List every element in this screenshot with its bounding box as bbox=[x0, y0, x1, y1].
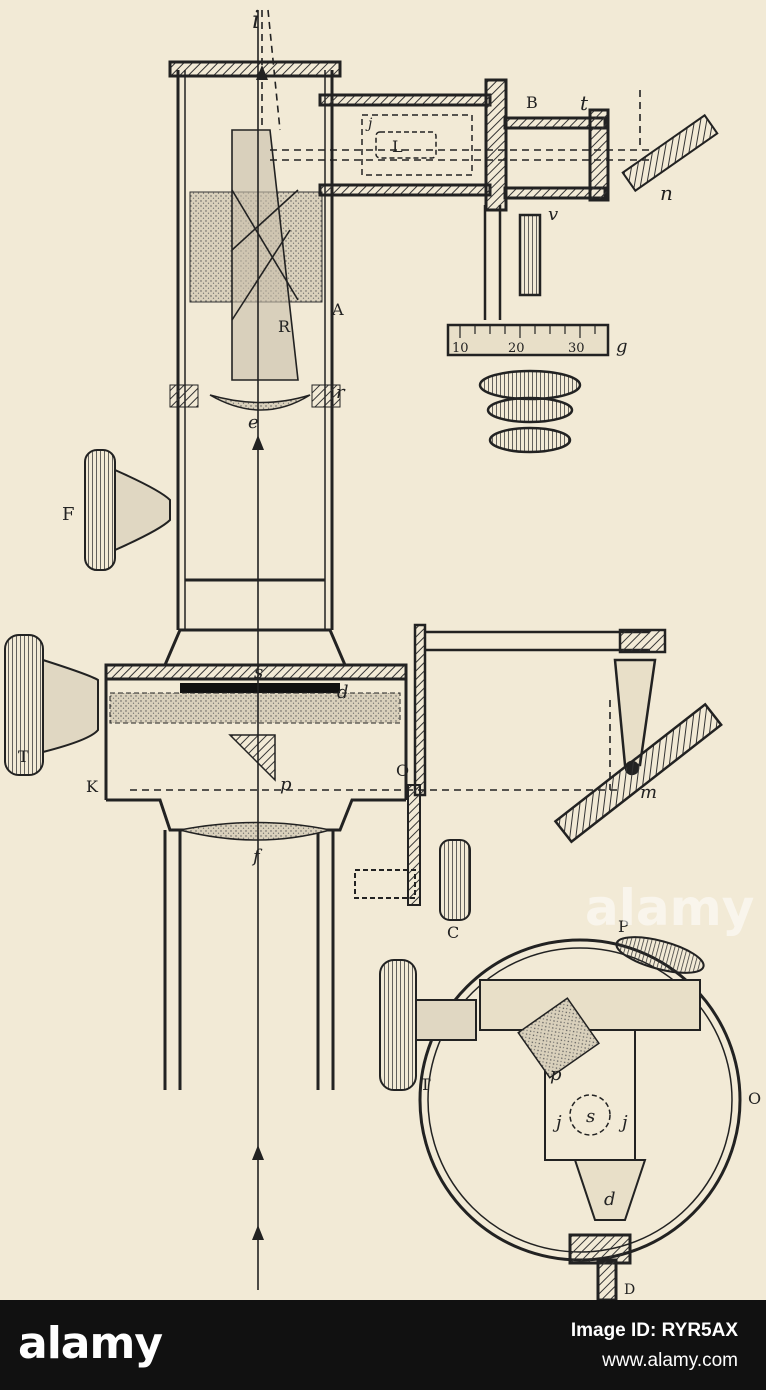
label-F: F bbox=[62, 504, 75, 525]
label-T: T bbox=[18, 747, 29, 766]
knob-T bbox=[4, 634, 99, 776]
label-d2: d bbox=[604, 1189, 616, 1210]
mirror-n bbox=[621, 113, 719, 193]
label-n: n bbox=[660, 181, 673, 205]
inset-circle bbox=[418, 938, 742, 1300]
label-e: e bbox=[248, 412, 259, 433]
site-url: www.alamy.com bbox=[602, 1350, 738, 1371]
label-top-i: i bbox=[252, 6, 260, 34]
image-id: Image ID: RYR5AX bbox=[570, 1320, 738, 1341]
prism-p bbox=[228, 734, 276, 782]
label-O: O bbox=[396, 761, 409, 780]
label-d: d bbox=[337, 682, 349, 703]
label-v: v bbox=[548, 204, 558, 225]
label-g: g bbox=[616, 336, 628, 357]
label-D: D bbox=[624, 1282, 635, 1298]
label-O2: O bbox=[748, 1089, 761, 1108]
knob-T2 bbox=[379, 959, 477, 1091]
knob-C bbox=[354, 784, 471, 921]
label-C: C bbox=[447, 923, 459, 942]
alamy-logo: alamy bbox=[18, 1318, 163, 1369]
label-p2: p bbox=[550, 1064, 562, 1085]
label-f: f bbox=[251, 846, 263, 867]
lens-f bbox=[179, 821, 331, 841]
label-p: p bbox=[280, 774, 292, 795]
scale-20: 20 bbox=[508, 341, 525, 356]
lens-e bbox=[209, 394, 311, 411]
label-A: A bbox=[331, 300, 344, 319]
upper-tube bbox=[168, 60, 342, 630]
label-P: P bbox=[618, 917, 629, 936]
scale-stand bbox=[446, 205, 610, 454]
label-T2: T bbox=[420, 1075, 431, 1094]
label-K: K bbox=[86, 777, 99, 796]
label-B: B bbox=[526, 93, 538, 112]
scale-10: 10 bbox=[452, 341, 469, 356]
slit-plate bbox=[180, 683, 340, 693]
label-j-top: j bbox=[365, 116, 373, 132]
lever-m bbox=[413, 623, 723, 844]
label-s2: s bbox=[586, 1106, 595, 1127]
label-s: s bbox=[254, 662, 263, 683]
side-arm bbox=[318, 78, 610, 212]
label-j2a: j bbox=[552, 1112, 562, 1133]
scale-30: 30 bbox=[568, 341, 585, 356]
microscope-diagram: i B t n j L v A R g 10 20 30 r e F s d T… bbox=[4, 6, 762, 1300]
label-m: m bbox=[640, 782, 657, 803]
label-L: L bbox=[392, 137, 403, 156]
dial-P bbox=[615, 936, 705, 974]
label-j2b: j bbox=[618, 1112, 628, 1133]
label-t: t bbox=[580, 91, 589, 115]
label-r: r bbox=[336, 382, 346, 403]
watermark: alamy bbox=[585, 879, 754, 937]
knob-F bbox=[84, 449, 171, 571]
label-R: R bbox=[278, 317, 291, 336]
footer-bar: alamy Image ID: RYR5AX www.alamy.com bbox=[0, 1300, 766, 1390]
